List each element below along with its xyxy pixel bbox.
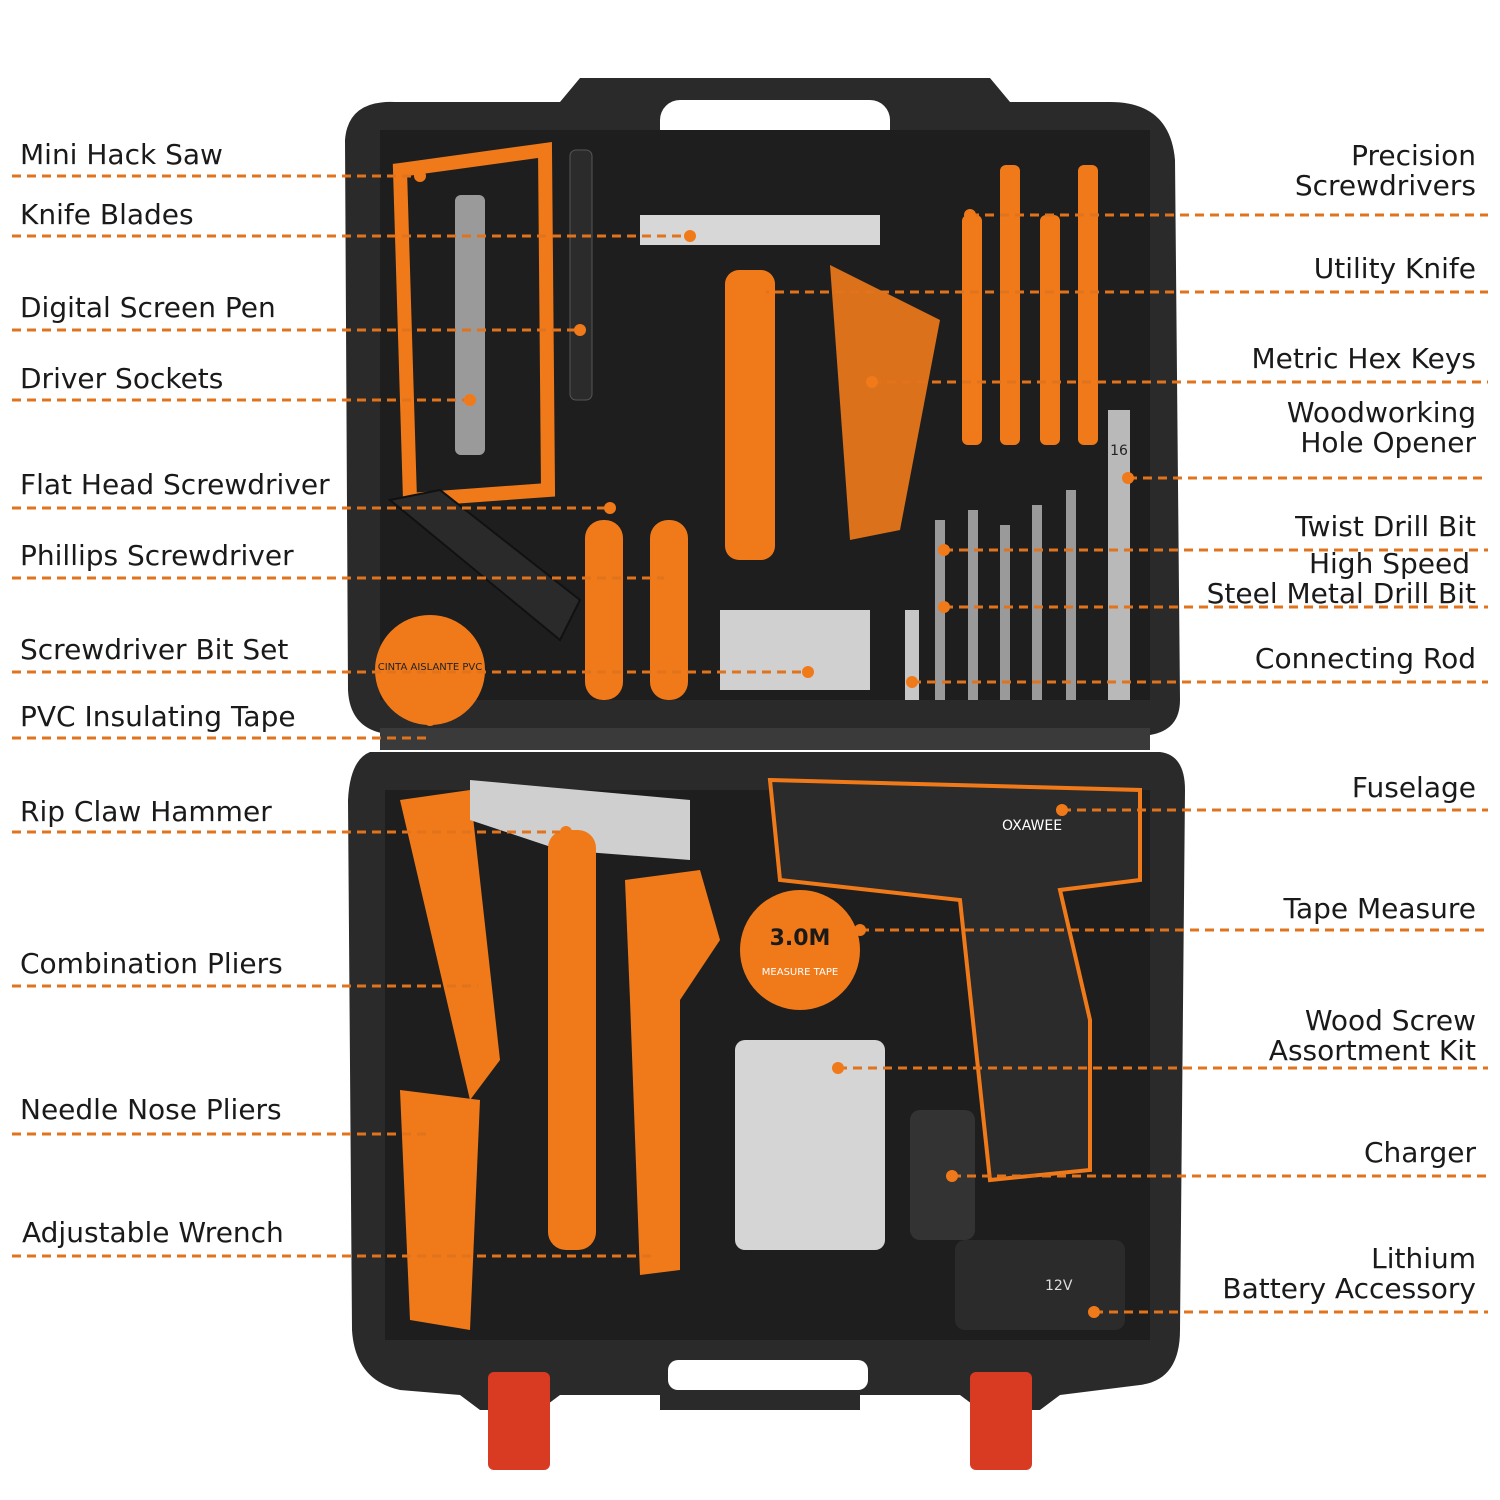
digital-screen-pen xyxy=(569,149,593,401)
drill-brand-text: OXAWEE xyxy=(1002,818,1062,834)
label-line: Screwdrivers xyxy=(1294,169,1476,202)
label-line: Twist Drill Bit xyxy=(1295,510,1476,543)
label-line: Battery Accessory xyxy=(1222,1272,1476,1305)
label-twist-drill-bit: Twist Drill Bit xyxy=(1295,512,1476,542)
spade-bit-size: 16 xyxy=(1110,443,1128,459)
charger xyxy=(910,1110,975,1240)
label-utility-knife: Utility Knife xyxy=(1314,254,1476,284)
label-driver-sockets: Driver Sockets xyxy=(20,362,224,395)
battery-text: 12V xyxy=(1045,1278,1073,1294)
label-adjustable-wrench: Adjustable Wrench xyxy=(22,1216,284,1249)
label-rip-claw-hammer: Rip Claw Hammer xyxy=(20,795,272,828)
label-combination-pliers: Combination Pliers xyxy=(20,947,283,980)
bit-set xyxy=(720,610,870,690)
label-line: Woodworking xyxy=(1286,396,1476,429)
label-needle-nose-pliers: Needle Nose Pliers xyxy=(20,1093,282,1126)
label-tape-measure: Tape Measure xyxy=(1283,894,1476,924)
label-woodworking-hole-opener: Woodworking Hole Opener xyxy=(1287,398,1476,458)
pvc-tape-text: CINTA AISLANTE PVC xyxy=(378,662,483,673)
hammer-head xyxy=(470,780,690,860)
tape-label-text: MEASURE TAPE xyxy=(762,967,838,978)
label-high-speed-steel-bit: High Speed Steel Metal Drill Bit xyxy=(1207,549,1476,609)
label-connecting-rod: Connecting Rod xyxy=(1255,644,1476,674)
label-wood-screw-kit: Wood Screw Assortment Kit xyxy=(1269,1006,1476,1066)
tape-measure xyxy=(740,890,860,1010)
screw-kit xyxy=(735,1040,885,1250)
case-hinge xyxy=(380,728,1150,750)
label-line: Fuselage xyxy=(1351,771,1476,804)
hack-saw-frame xyxy=(392,141,556,508)
label-mini-hack-saw: Mini Hack Saw xyxy=(20,138,223,171)
label-line: Lithium xyxy=(1371,1242,1476,1275)
needle-nose-pliers xyxy=(400,1090,480,1330)
label-phillips-screwdriver: Phillips Screwdriver xyxy=(20,539,294,572)
case-clip-right xyxy=(970,1372,1032,1470)
label-line: High Speed xyxy=(1308,547,1470,580)
label-pvc-insulating-tape: PVC Insulating Tape xyxy=(20,700,296,733)
flat-screwdriver xyxy=(650,520,688,700)
label-charger: Charger xyxy=(1364,1138,1476,1168)
label-lithium-battery: Lithium Battery Accessory xyxy=(1222,1244,1476,1304)
precision-screwdrivers xyxy=(962,165,1098,445)
knife-blades xyxy=(640,215,880,245)
label-metric-hex-keys: Metric Hex Keys xyxy=(1251,344,1476,374)
label-line: Wood Screw xyxy=(1304,1004,1476,1037)
lower-handle-slot xyxy=(668,1360,868,1390)
tape-size-text: 3.0M xyxy=(770,926,831,951)
combination-pliers xyxy=(400,790,500,1100)
leader-lines xyxy=(12,174,1488,1314)
battery-pack xyxy=(955,1240,1125,1330)
label-line: Hole Opener xyxy=(1300,426,1476,459)
label-screwdriver-bit-set: Screwdriver Bit Set xyxy=(20,633,289,666)
hammer-handle xyxy=(548,830,596,1250)
case-clip-left xyxy=(488,1372,550,1470)
leader-dots xyxy=(414,170,1134,1318)
utility-knife xyxy=(725,270,775,560)
label-line: Utility Knife xyxy=(1313,252,1476,285)
adjustable-wrench xyxy=(625,870,720,1275)
label-line: Steel Metal Drill Bit xyxy=(1206,577,1476,610)
label-line: Charger xyxy=(1364,1136,1476,1169)
label-line: Assortment Kit xyxy=(1268,1034,1476,1067)
phillips-screwdriver xyxy=(585,520,623,700)
label-flat-head-screwdriver: Flat Head Screwdriver xyxy=(20,468,330,501)
hex-keys xyxy=(830,265,940,540)
cordless-drill xyxy=(767,777,1142,1183)
label-knife-blades: Knife Blades xyxy=(20,198,194,231)
label-line: Precision xyxy=(1351,139,1476,172)
label-line: Tape Measure xyxy=(1283,892,1476,925)
label-line: Connecting Rod xyxy=(1254,642,1476,675)
pvc-tape-roll xyxy=(375,615,485,725)
hack-saw-handle xyxy=(387,488,582,642)
label-fuselage: Fuselage xyxy=(1352,773,1476,803)
label-precision-screwdrivers: Precision Screwdrivers xyxy=(1295,141,1476,201)
label-digital-screen-pen: Digital Screen Pen xyxy=(20,291,276,324)
label-line: Metric Hex Keys xyxy=(1251,342,1476,375)
driver-sockets xyxy=(455,195,485,455)
